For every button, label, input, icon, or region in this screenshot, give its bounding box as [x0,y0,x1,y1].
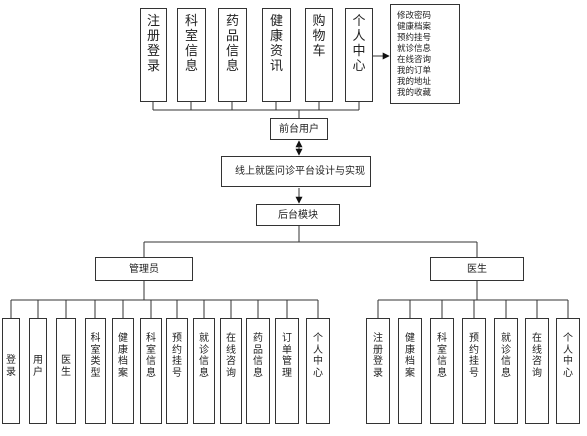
admin-module-label: 用户 [33,355,43,378]
admin-module: 用户 [29,318,47,424]
admin-module: 个人中心 [306,318,330,424]
top-module-medicine-info: 药品信息 [218,8,247,102]
doctor-module-label: 就诊信息 [501,333,511,379]
admin-module: 药品信息 [246,318,270,424]
top-module-cart: 购物车 [305,8,333,102]
admin-module: 健康档案 [112,318,134,424]
admin-module-label: 就诊信息 [199,333,209,379]
top-module-department-info: 科室信息 [177,8,206,102]
admin-label: 管理员 [129,263,159,275]
backend-label: 后台模块 [278,209,318,221]
top-module-label: 注册登录 [146,14,160,74]
top-module-label: 药品信息 [225,14,239,74]
doctor-module: 就诊信息 [494,318,518,424]
top-module-health-news: 健康资讯 [262,8,291,102]
admin-module-label: 预约挂号 [172,333,182,379]
admin-module-label: 科室信息 [146,333,156,379]
admin-module-label: 登录 [6,355,16,378]
admin-module: 预约挂号 [166,318,188,424]
front-user-label: 前台用户 [279,123,319,135]
top-detail-box: 修改密码 健康档案 预约挂号 就诊信息 在线咨询 我的订单 我的地址 我的收藏 [390,4,460,104]
admin-module: 科室类型 [85,318,106,424]
doctor-module-label: 健康档案 [405,333,415,379]
admin-module-label: 个人中心 [313,333,323,379]
doctor-box: 医生 [430,257,524,281]
top-detail-list: 修改密码 健康档案 预约挂号 就诊信息 在线咨询 我的订单 我的地址 我的收藏 [397,11,432,99]
doctor-module-label: 在线咨询 [532,333,542,379]
admin-module: 登录 [2,318,20,424]
top-module-label: 科室信息 [184,14,198,74]
doctor-module: 在线咨询 [525,318,549,424]
doctor-module: 预约挂号 [462,318,486,424]
doctor-module-label: 科室信息 [437,333,447,379]
top-module-personal-center: 个人中心 [345,8,373,102]
system-title-box: 线上就医问诊平台设计与实现 [221,156,371,187]
admin-module-label: 科室类型 [90,333,101,379]
top-module-label: 购物车 [312,14,326,59]
admin-module-label: 订单管理 [282,333,292,379]
doctor-module-label: 预约挂号 [469,333,479,379]
doctor-module: 健康档案 [398,318,422,424]
admin-module: 订单管理 [275,318,299,424]
doctor-module-label: 个人中心 [563,333,573,379]
system-title-label: 线上就医问诊平台设计与实现 [235,166,365,177]
doctor-module: 科室信息 [430,318,454,424]
admin-module: 科室信息 [140,318,162,424]
top-module-label: 个人中心 [352,14,366,74]
admin-module-label: 医生 [61,355,71,378]
top-module-label: 健康资讯 [269,14,283,74]
admin-module-label: 药品信息 [253,333,263,379]
doctor-module: 注册登录 [366,318,390,424]
admin-module: 医生 [56,318,76,424]
admin-box: 管理员 [95,257,193,281]
admin-module-label: 在线咨询 [226,333,236,379]
admin-module: 就诊信息 [193,318,215,424]
admin-module-label: 健康档案 [118,333,128,379]
backend-box: 后台模块 [256,204,340,226]
admin-module: 在线咨询 [220,318,242,424]
doctor-module: 个人中心 [556,318,580,424]
front-user-box: 前台用户 [270,118,328,140]
doctor-module-label: 注册登录 [373,333,383,379]
doctor-label: 医生 [467,263,487,275]
top-module-register-login: 注册登录 [140,8,167,102]
